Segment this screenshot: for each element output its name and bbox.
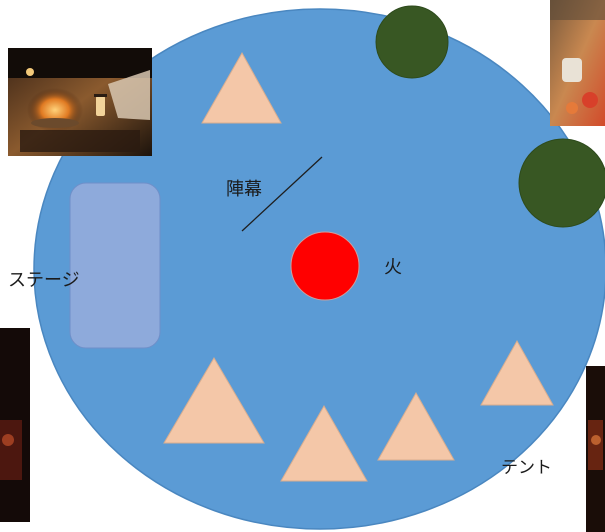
curtain-line xyxy=(241,156,323,232)
tree-circle-icon xyxy=(375,5,449,79)
triangle-tent-icon xyxy=(480,339,554,406)
night-lantern-photo xyxy=(0,328,30,522)
night-tent-photo xyxy=(586,366,605,532)
triangle-tent-icon xyxy=(201,51,282,124)
stage-area xyxy=(69,182,161,349)
campfire-circle-icon xyxy=(290,231,360,301)
stage-label: ステージ xyxy=(8,270,80,291)
triangle-tent-icon xyxy=(280,404,368,482)
tree-circle-icon xyxy=(518,138,605,228)
autumn-camp-photo xyxy=(550,0,605,126)
curtain-label: 陣幕 xyxy=(226,179,262,200)
tent-label: テント xyxy=(501,458,552,478)
fire-label: 火 xyxy=(384,257,402,278)
campfire-night-photo xyxy=(8,48,152,156)
triangle-tent-icon xyxy=(377,391,455,461)
triangle-tent-icon xyxy=(163,357,265,444)
